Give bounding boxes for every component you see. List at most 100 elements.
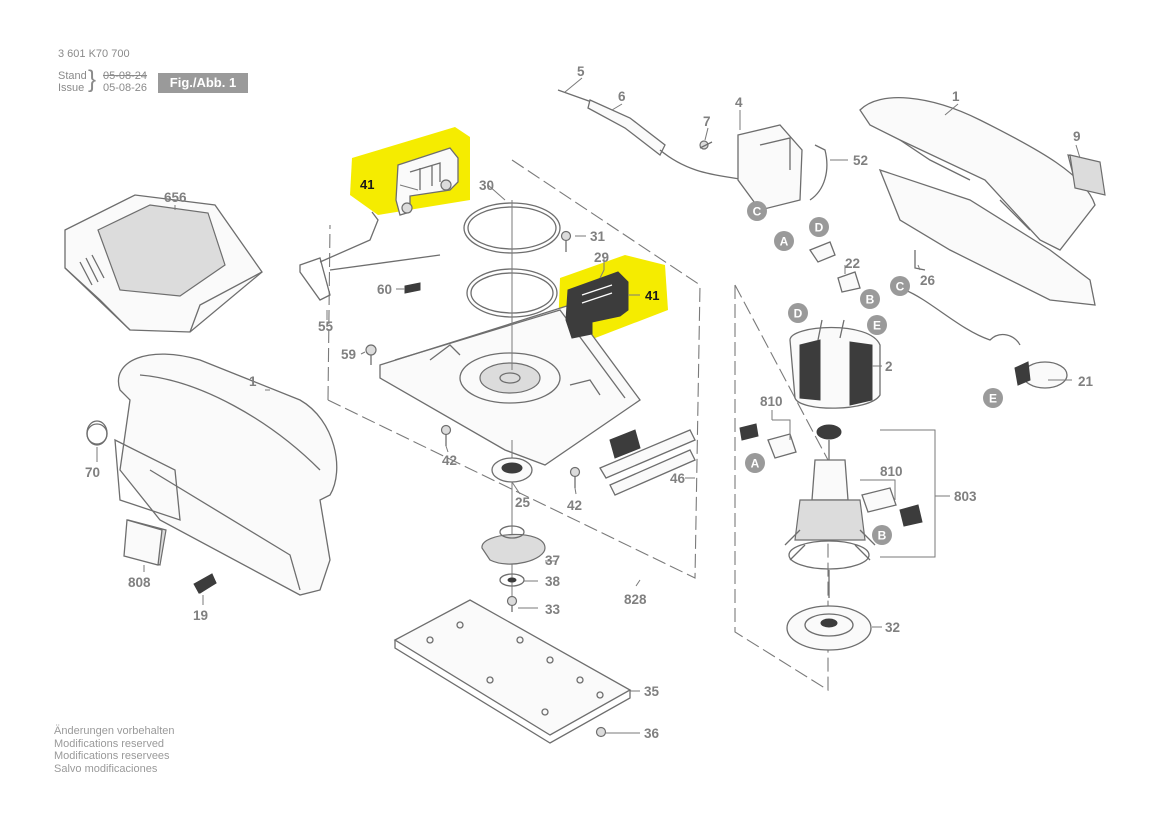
label-30: 30 (479, 178, 494, 193)
part-32-fan (786, 605, 872, 651)
stand-label: Stand (58, 70, 87, 82)
footer-line-de: Änderungen vorbehalten (54, 725, 175, 737)
footer-notes: Änderungen vorbehalten Modifications res… (54, 725, 174, 775)
label-2: 2 (885, 359, 893, 374)
part-41-brush-holder-upper (395, 147, 459, 216)
label-46: 46 (670, 471, 686, 486)
label-9: 9 (1073, 129, 1081, 144)
connector-c-upper: C (747, 201, 767, 221)
part-26-clip (914, 250, 926, 271)
part-38-washer (499, 573, 525, 587)
part-55-bracket (299, 211, 441, 301)
assembly-828-outline (327, 159, 701, 579)
connector-c-right: C (890, 276, 910, 296)
label-59: 59 (341, 347, 356, 362)
part-25-bearing (491, 457, 533, 483)
label-1-right: 1 (952, 89, 960, 104)
part-7-screw (699, 140, 713, 150)
svg-text:D: D (815, 221, 824, 235)
label-37: 37 (545, 553, 560, 568)
label-808: 808 (128, 575, 151, 590)
label-4: 4 (735, 95, 743, 110)
connector-b-lower: B (872, 525, 892, 545)
leader-lines (96, 77, 1081, 734)
part-656-dust-cover (64, 194, 263, 333)
svg-text:D: D (794, 307, 803, 321)
svg-text:C: C (753, 205, 762, 219)
label-810-lower: 810 (880, 464, 903, 479)
part-59-screw (365, 344, 377, 365)
part-35-sanding-pad (393, 599, 632, 744)
label-1-left: 1 (249, 374, 257, 389)
label-26: 26 (920, 273, 936, 288)
part-42-screw-left (440, 424, 452, 446)
part-52-wire (809, 144, 828, 201)
svg-text:C: C (896, 280, 905, 294)
part-labels: 1 1 2 4 5 6 7 9 19 21 22 25 26 29 30 31 … (85, 64, 1094, 741)
label-36: 36 (644, 726, 660, 741)
label-22: 22 (845, 256, 860, 271)
part-810-brush-upper (739, 423, 797, 459)
part-1-housing-right (859, 97, 1101, 306)
part-42-screw-right (569, 466, 581, 488)
stand-date: 05-08-24 (103, 70, 148, 82)
label-41-upper: 41 (360, 177, 374, 192)
label-42-left: 42 (442, 453, 457, 468)
connector-e-capacitor: E (983, 388, 1003, 408)
part-33-screw (506, 595, 518, 612)
connector-e-stator: E (867, 315, 887, 335)
footer-line-en: Modifications reserved (54, 737, 165, 750)
connector-d-upper: D (809, 217, 829, 237)
label-70: 70 (85, 465, 100, 480)
label-52: 52 (853, 153, 868, 168)
svg-text:A: A (751, 457, 760, 471)
part-810-brush-lower (861, 487, 923, 527)
label-21: 21 (1078, 374, 1094, 389)
issue-date: 05-08-26 (103, 82, 148, 94)
connector-markers: A A B B C C D D (745, 201, 1003, 545)
label-29: 29 (594, 250, 609, 265)
label-42-right: 42 (567, 498, 582, 513)
part-803-armature (784, 424, 876, 598)
part-2-stator (789, 319, 881, 409)
part-21-capacitor (904, 289, 1068, 389)
label-33: 33 (545, 602, 561, 617)
part-9-label (1069, 154, 1106, 196)
part-19-screw (193, 573, 217, 594)
part-808-label (123, 519, 163, 566)
footer-line-es: Salvo modificaciones (54, 762, 158, 775)
part-70-ring (86, 420, 108, 446)
label-803: 803 (954, 489, 977, 504)
label-19: 19 (193, 608, 208, 623)
svg-text:B: B (866, 293, 875, 307)
svg-text:B: B (878, 529, 887, 543)
part-37-eccentric (481, 525, 546, 565)
label-5: 5 (577, 64, 585, 79)
connector-a-lower: A (745, 453, 765, 473)
part-5-6-cord (557, 89, 746, 181)
part-60-pin (404, 282, 421, 294)
connector-d-stator: D (788, 303, 808, 323)
label-6: 6 (618, 89, 626, 104)
part-22-terminal (809, 241, 861, 293)
brace-symbol: } (88, 66, 97, 93)
label-656: 656 (164, 190, 187, 205)
part-1-housing-left (86, 353, 338, 596)
footer-line-fr: Modifications reservees (54, 750, 170, 763)
connector-b-upper: B (860, 289, 880, 309)
label-41-lower: 41 (645, 288, 659, 303)
part-36-screw (595, 726, 607, 738)
svg-text:E: E (873, 319, 881, 333)
part-31-screw (560, 230, 572, 252)
part-4-switch (737, 124, 803, 211)
label-25: 25 (515, 495, 531, 510)
label-35: 35 (644, 684, 660, 699)
part-828-base-plate (379, 304, 641, 466)
part-46-clamp (599, 429, 696, 496)
svg-text:A: A (780, 235, 789, 249)
label-810-upper: 810 (760, 394, 783, 409)
label-55: 55 (318, 319, 334, 334)
label-60: 60 (377, 282, 392, 297)
assembly-803-outline (734, 284, 829, 691)
